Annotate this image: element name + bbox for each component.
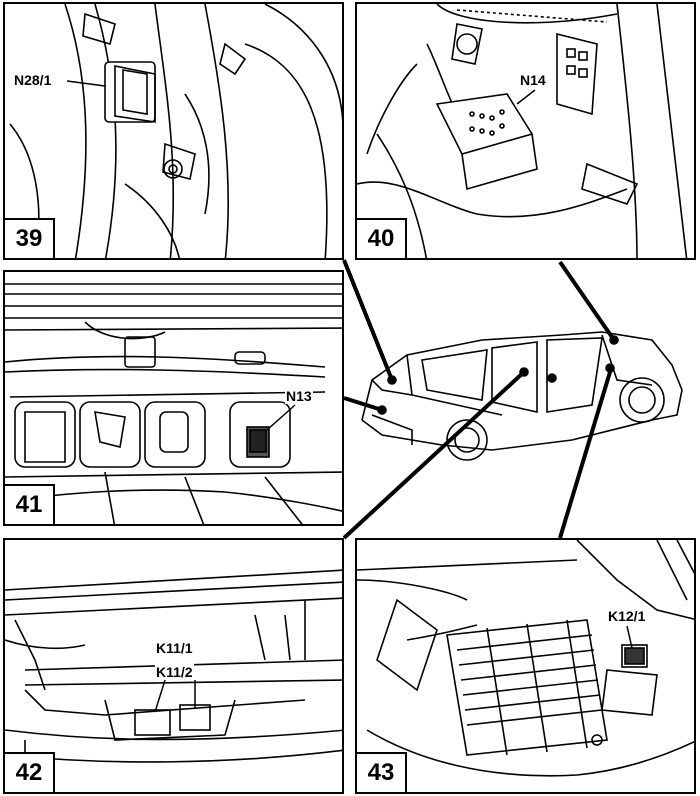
panel-number: 42: [5, 752, 55, 792]
panel-number: 41: [5, 484, 55, 524]
panel-number: 43: [357, 752, 407, 792]
panel-number: 40: [357, 218, 407, 258]
panel-40: N14 40: [355, 2, 696, 260]
panel-41-illustration: [5, 283, 342, 524]
vehicle-overview: [352, 320, 697, 480]
leader-lines: [154, 679, 196, 713]
component-label-n14: N14: [519, 72, 547, 88]
component-label-k11-1: K11/1: [155, 640, 194, 656]
component-label-k12-1: K12/1: [607, 608, 647, 624]
component-label-k11-2: K11/2: [155, 664, 194, 680]
leader-line: [516, 89, 536, 105]
component-label-n13: N13: [285, 388, 313, 404]
station-wagon-drawing: [361, 331, 683, 461]
panel-42: K11/1 K11/2 42: [3, 538, 344, 794]
panel-43-illustration: [357, 540, 694, 777]
leader-line: [626, 625, 633, 649]
leader-line: [66, 80, 106, 87]
component-label-n28-1: N28/1: [13, 72, 53, 88]
panel-41: N13 41: [3, 270, 344, 526]
panel-43: K12/1 43: [355, 538, 696, 794]
leader-line: [266, 404, 296, 431]
panel-39: N28/1 39: [3, 2, 344, 260]
panel-number: 39: [5, 218, 55, 258]
panel-40-illustration: [357, 4, 688, 258]
panel-39-illustration: [9, 4, 342, 258]
